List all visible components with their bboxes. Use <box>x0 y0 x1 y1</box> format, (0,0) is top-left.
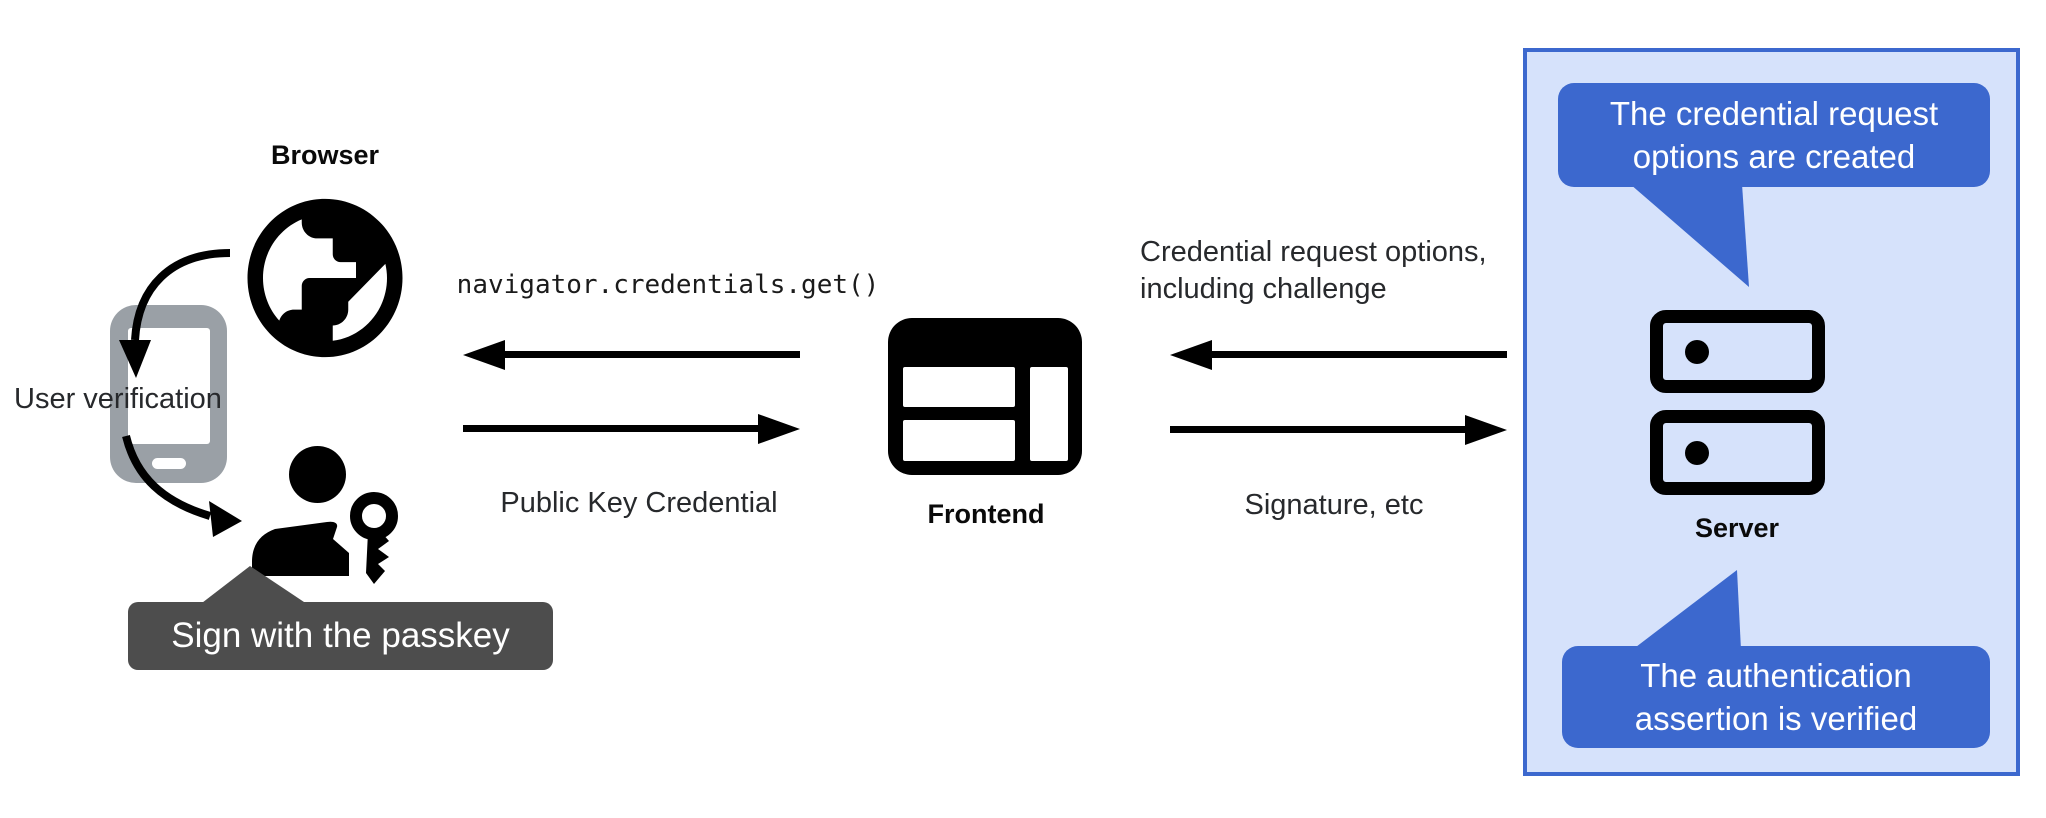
phone-home-bar <box>152 458 186 469</box>
passkey-tooltip-label: Sign with the passkey <box>171 616 510 655</box>
window-pane <box>903 420 1015 461</box>
arrow-shaft <box>1170 426 1473 433</box>
callout-assertion-verified: The authentication assertion is verified <box>1562 646 1990 748</box>
server-icon <box>1650 310 1825 393</box>
callout-credential-request-created: The credential request options are creat… <box>1558 83 1990 187</box>
public-key-credential-label: Public Key Credential <box>500 487 778 519</box>
tooltip-pointer <box>198 566 310 606</box>
arrow-browser-to-frontend <box>463 414 800 444</box>
callout-bottom-line1: The authentication <box>1640 657 1912 694</box>
user-verification-label: User verification <box>14 383 222 415</box>
window-pane <box>903 367 1015 407</box>
person-body-icon <box>252 521 349 576</box>
person-icon <box>289 446 346 503</box>
arrow-frontend-to-server <box>1170 415 1507 445</box>
passkey-tooltip: Sign with the passkey <box>128 602 553 670</box>
arrow-frontend-to-browser <box>463 340 800 370</box>
callout-top-line1: The credential request <box>1609 95 1939 132</box>
callout-bottom-tail <box>1632 570 1741 650</box>
callout-top-tail <box>1630 184 1749 287</box>
api-call-label: navigator.credentials.get() <box>456 270 880 300</box>
callout-top-line2: options are created <box>1632 138 1916 175</box>
signature-label: Signature, etc <box>1244 489 1424 521</box>
callout-bottom-line2: assertion is verified <box>1634 700 1918 737</box>
arrow-server-to-frontend <box>1170 340 1507 370</box>
frontend-label: Frontend <box>927 499 1045 529</box>
credential-request-options-label: Credential request options, including ch… <box>1140 234 1540 308</box>
browser-window-icon <box>888 318 1082 475</box>
browser-label: Browser <box>270 140 380 170</box>
globe-icon <box>247 198 403 358</box>
arrowhead-right <box>1465 415 1507 445</box>
server-icon <box>1650 410 1825 495</box>
arrowhead-right <box>758 414 800 444</box>
arrow-shaft <box>463 425 766 432</box>
window-pane <box>1030 367 1068 461</box>
key-icon <box>350 492 398 584</box>
arrowhead-phone-to-user <box>209 501 242 537</box>
credential-request-options-line1: Credential request options, <box>1140 236 1487 268</box>
arrow-shaft <box>1204 351 1507 358</box>
server-label: Server <box>1694 513 1780 543</box>
server-led <box>1685 440 1709 465</box>
arrow-shaft <box>497 351 800 358</box>
server-led <box>1685 339 1709 364</box>
credential-request-options-line2: including challenge <box>1140 273 1387 305</box>
